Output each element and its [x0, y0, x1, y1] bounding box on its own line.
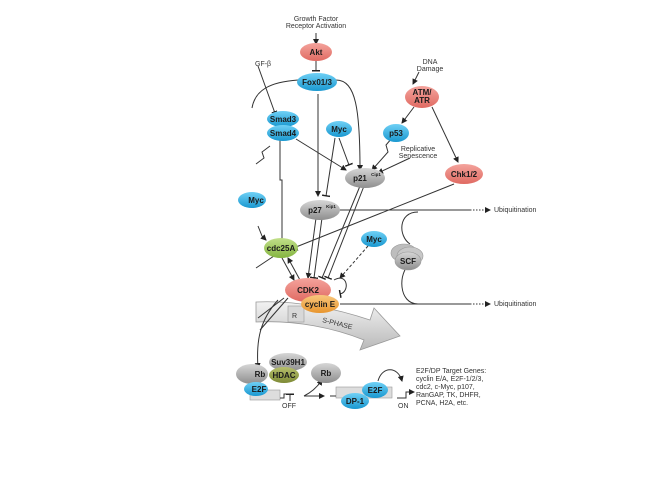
node-smad3[interactable]: Smad3: [267, 111, 299, 127]
svg-text:E2F: E2F: [252, 385, 267, 394]
tgf-beta-label: GF-β: [255, 61, 271, 68]
senescence-label-1: Replicative: [401, 146, 435, 153]
svg-text:Akt: Akt: [310, 48, 323, 57]
svg-text:p21: p21: [353, 174, 367, 183]
svg-text:RanGAP, TK, DHFR,: RanGAP, TK, DHFR,: [416, 392, 481, 399]
svg-text:cdc25A: cdc25A: [267, 244, 296, 253]
node-rb-bound[interactable]: Rb: [236, 364, 268, 384]
svg-text:p53: p53: [389, 129, 403, 138]
node-cdc25a[interactable]: cdc25A: [264, 238, 298, 258]
node-dp1[interactable]: DP-1: [341, 393, 369, 409]
svg-text:Suv39H1: Suv39H1: [271, 358, 305, 367]
node-p53[interactable]: p53: [383, 124, 409, 142]
node-suv39h1[interactable]: Suv39H1: [269, 353, 307, 371]
node-cyclin-e[interactable]: cyclin E: [301, 295, 339, 313]
dna-damage-label-2: Damage: [417, 66, 444, 73]
edges: [251, 33, 491, 401]
svg-text:PCNA, H2A, etc.: PCNA, H2A, etc.: [416, 400, 468, 407]
svg-text:p27: p27: [308, 206, 322, 215]
svg-text:cdc2, c-Myc, p107,: cdc2, c-Myc, p107,: [416, 384, 475, 391]
dna-damage-label-1: DNA: [423, 59, 438, 66]
svg-text:CDK2: CDK2: [297, 286, 319, 295]
svg-text:Chk1/2: Chk1/2: [451, 170, 478, 179]
off-label: OFF: [282, 403, 296, 410]
node-hdac[interactable]: HDAC: [269, 367, 299, 383]
target-genes-label: E2F/DP Target Genes: cyclin E/A, E2F-1/2…: [416, 368, 486, 407]
node-e2f[interactable]: E2F: [362, 382, 388, 398]
node-scf[interactable]: SCF: [390, 243, 424, 271]
svg-text:Kip1: Kip1: [326, 204, 336, 209]
svg-text:DP-1: DP-1: [346, 397, 365, 406]
on-label: ON: [398, 403, 409, 410]
ubiquitination-label-2: Ubiquitination: [494, 301, 537, 308]
senescence-label-2: Senescence: [399, 153, 438, 160]
node-myc-mid[interactable]: Myc: [361, 231, 387, 247]
node-chk[interactable]: Chk1/2: [445, 164, 483, 184]
ubiquitination-label-1: Ubiquitination: [494, 207, 537, 214]
node-akt[interactable]: Akt: [300, 43, 332, 61]
svg-text:Rb: Rb: [321, 369, 332, 378]
svg-text:Fox01/3: Fox01/3: [302, 78, 332, 87]
svg-text:E2F: E2F: [368, 386, 383, 395]
node-myc-top[interactable]: Myc: [326, 121, 352, 137]
node-p21[interactable]: p21 Cip1: [345, 168, 385, 188]
svg-text:Smad4: Smad4: [270, 129, 297, 138]
svg-text:cyclin E/A, E2F-1/2/3,: cyclin E/A, E2F-1/2/3,: [416, 376, 483, 383]
node-smad4[interactable]: Smad4: [267, 125, 299, 141]
svg-text:Rb: Rb: [255, 370, 266, 379]
svg-text:ATM/: ATM/: [413, 88, 433, 97]
svg-text:E2F/DP Target Genes:: E2F/DP Target Genes:: [416, 368, 486, 375]
svg-text:Cip1: Cip1: [371, 172, 381, 177]
svg-text:ATR: ATR: [414, 96, 430, 105]
svg-text:SCF: SCF: [400, 257, 416, 266]
svg-text:Smad3: Smad3: [270, 115, 297, 124]
svg-text:Myc: Myc: [366, 235, 382, 244]
svg-text:Myc: Myc: [248, 196, 264, 205]
restriction-point-label: R: [292, 313, 297, 320]
node-foxo[interactable]: Fox01/3: [297, 73, 337, 91]
node-p27[interactable]: p27 Kip1: [300, 200, 340, 220]
growth-factor-label-1: Growth Factor: [294, 16, 339, 23]
node-e2f-bound[interactable]: E2F: [244, 382, 268, 396]
svg-text:HDAC: HDAC: [272, 371, 295, 380]
node-atm-atr[interactable]: ATM/ATR: [405, 86, 439, 108]
svg-text:cyclin E: cyclin E: [305, 300, 336, 309]
growth-factor-label-2: Receptor Activation: [286, 23, 346, 30]
svg-text:Myc: Myc: [331, 125, 347, 134]
node-rb-free[interactable]: Rb: [311, 363, 341, 383]
restriction-point-box: [287, 305, 305, 323]
node-myc-left[interactable]: Myc: [238, 192, 266, 208]
